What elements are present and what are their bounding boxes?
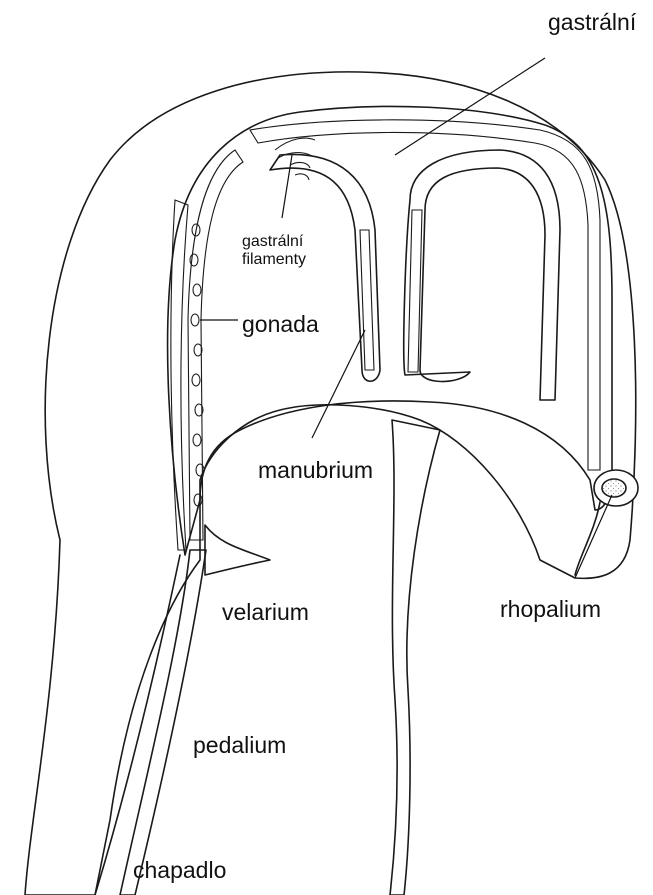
velarium-flap — [205, 525, 270, 575]
gastric-band-top — [250, 120, 600, 470]
label-gastric-filaments: gastrální filamenty — [242, 233, 306, 268]
filament-leader — [282, 155, 292, 218]
bell-outline — [25, 72, 636, 895]
label-manubrium: manubrium — [258, 458, 373, 483]
label-pedalium: pedalium — [193, 733, 286, 758]
central-stalk — [390, 420, 440, 895]
manubrium-leader — [312, 330, 365, 438]
label-gastric-cavity: gastrální — [548, 10, 636, 35]
rhopalium-leader — [575, 495, 612, 578]
label-gonad: gonada — [242, 312, 319, 337]
rhopalium-structure — [575, 470, 638, 575]
manubrium-right — [404, 150, 560, 400]
manubrium-cells-left — [360, 230, 374, 370]
label-velarium: velarium — [222, 600, 309, 625]
tentacle-body — [120, 550, 206, 895]
tentacle-outer — [95, 555, 180, 895]
gastric-filaments — [275, 138, 315, 180]
label-tentacle: chapadlo — [133, 858, 226, 883]
label-gastric-filaments-line2: filamenty — [242, 251, 306, 269]
label-rhopalium: rhopalium — [500, 597, 601, 622]
label-gastric-filaments-line1: gastrální — [242, 233, 306, 251]
